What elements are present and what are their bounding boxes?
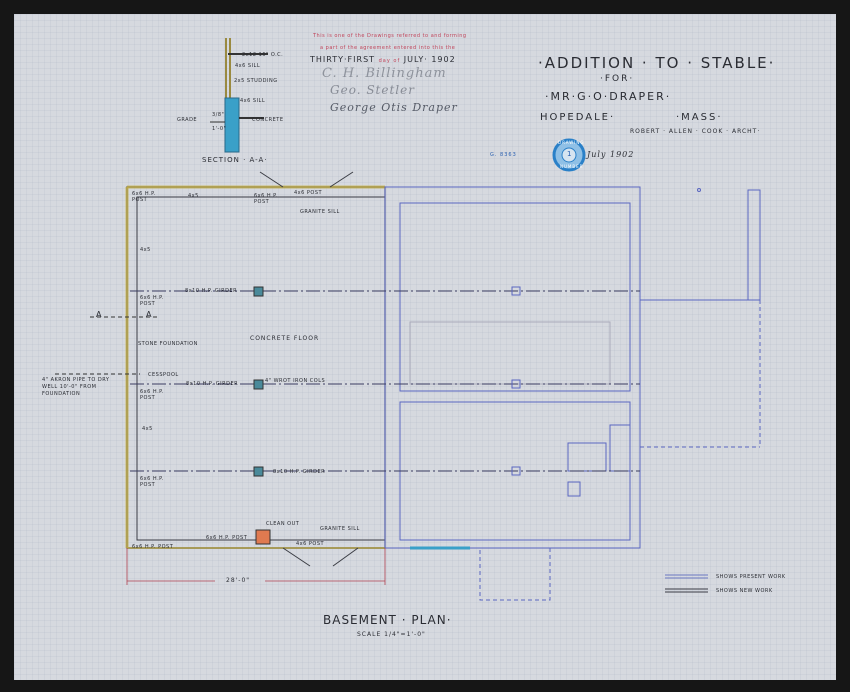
client-name: ·MR·G·O·DRAPER·	[545, 90, 672, 103]
label-concrete-floor: CONCRETE FLOOR	[250, 335, 320, 342]
label-akron-pipe: 4" AKRON PIPE TO DRY WELL 10'-0" FROM FO…	[42, 377, 110, 397]
stamp-number: G. 8363	[490, 152, 517, 158]
label-stone-foundation: STONE FOUNDATION	[138, 341, 198, 347]
label-post-left-3: 6x6 H.P. POST	[140, 476, 164, 488]
signature-1: C. H. Billingham	[322, 66, 447, 81]
stamp-bottom: NUMBER	[560, 164, 584, 169]
section-label: 3/8"	[212, 112, 225, 118]
label-girder-3: 8x10 H.P. GIRDER	[273, 469, 326, 475]
label-cesspool: CESSPOOL	[148, 372, 179, 378]
agreement-line-2: a part of the agreement entered into thi…	[320, 45, 456, 51]
label-clean-out: CLEAN OUT	[266, 521, 300, 527]
new-addition-walls	[125, 171, 386, 567]
label-post-nw: 6x6 H.P. POST	[132, 191, 156, 203]
label-post-top: 6x6 H.P. POST	[254, 193, 278, 205]
town: HOPEDALE·	[540, 112, 616, 123]
date-month-year: JULY· 1902	[403, 55, 456, 64]
label-4x6-post-bottom: 4x6 POST	[296, 541, 325, 547]
label-granite-top: GRANITE SILL	[300, 209, 340, 215]
label-post-chimney: 6x6 H.P. POST	[206, 535, 248, 541]
section-label: 4x6 SILL	[235, 63, 261, 69]
plan-title: BASEMENT · PLAN·	[323, 613, 452, 627]
section-label: GRADE	[177, 117, 198, 123]
label-4x6-post-top: 4x6 POST	[294, 190, 323, 196]
signature-3: George Otis Draper	[330, 101, 458, 114]
section-label: 1'-0"	[212, 126, 227, 132]
label-girder-2: 8x10 H.P. GIRDER	[186, 381, 239, 387]
section-detail	[210, 38, 268, 153]
stamp-sheet: 1	[567, 150, 573, 158]
signature-2: Geo. Stetler	[330, 83, 415, 97]
section-label: 2x12 16" O.C.	[242, 52, 284, 58]
section-label: CONCRETE	[252, 117, 284, 123]
section-label: 2x5 STUDDING	[234, 78, 278, 84]
stamp-text: DRAWING	[558, 140, 585, 145]
section-mark-left: A	[96, 310, 103, 319]
date-of: day of	[378, 58, 401, 64]
legend-present-work: SHOWS PRESENT WORK	[716, 574, 786, 580]
architect: ROBERT · ALLEN · COOK · ARCHT·	[630, 128, 761, 135]
date-day: THIRTY·FIRST	[310, 55, 376, 64]
section-label: 4x6 SILL	[240, 98, 266, 104]
plan-scale: SCALE 1/4"=1'-0"	[357, 631, 426, 638]
dimension-line	[126, 548, 386, 585]
legend-lines	[665, 574, 708, 593]
label-granite-bottom: GRANITE SILL	[320, 526, 360, 532]
iron-columns	[253, 286, 521, 477]
agreement-line-1: This is one of the Drawings referred to …	[313, 33, 467, 39]
stamp-date: July 1902	[587, 150, 635, 159]
label-post-left-1: 6x6 H.P. POST	[140, 295, 164, 307]
title-for: ·FOR·	[600, 74, 635, 84]
section-title: SECTION · A-A·	[202, 156, 268, 164]
section-mark-right: A	[146, 310, 153, 319]
label-post-left-2: 6x6 H.P. POST	[140, 389, 164, 401]
label-stud-top: 4x5	[188, 193, 199, 199]
girder-lines	[130, 290, 640, 472]
existing-stable-walls	[384, 186, 761, 601]
legend-new-work: SHOWS NEW WORK	[716, 588, 773, 594]
state: ·MASS·	[676, 112, 723, 123]
paper-sheet	[14, 14, 836, 680]
label-post-sw: 6x6 H.P. POST	[132, 544, 174, 550]
label-stud-left: 4x5	[140, 247, 151, 253]
label-stud-left-2: 4x5	[142, 426, 153, 432]
agreement-date: THIRTY·FIRST day of JULY· 1902	[310, 55, 456, 64]
label-iron-columns: 4" WROT IRON COLS	[265, 378, 326, 384]
drawing-title: ·ADDITION · TO · STABLE·	[538, 54, 776, 72]
dimension-label: 28'-0"	[226, 577, 251, 584]
label-girder-1: 8x10 H.P. GIRDER	[185, 288, 238, 294]
drawing-stamp	[552, 138, 586, 172]
